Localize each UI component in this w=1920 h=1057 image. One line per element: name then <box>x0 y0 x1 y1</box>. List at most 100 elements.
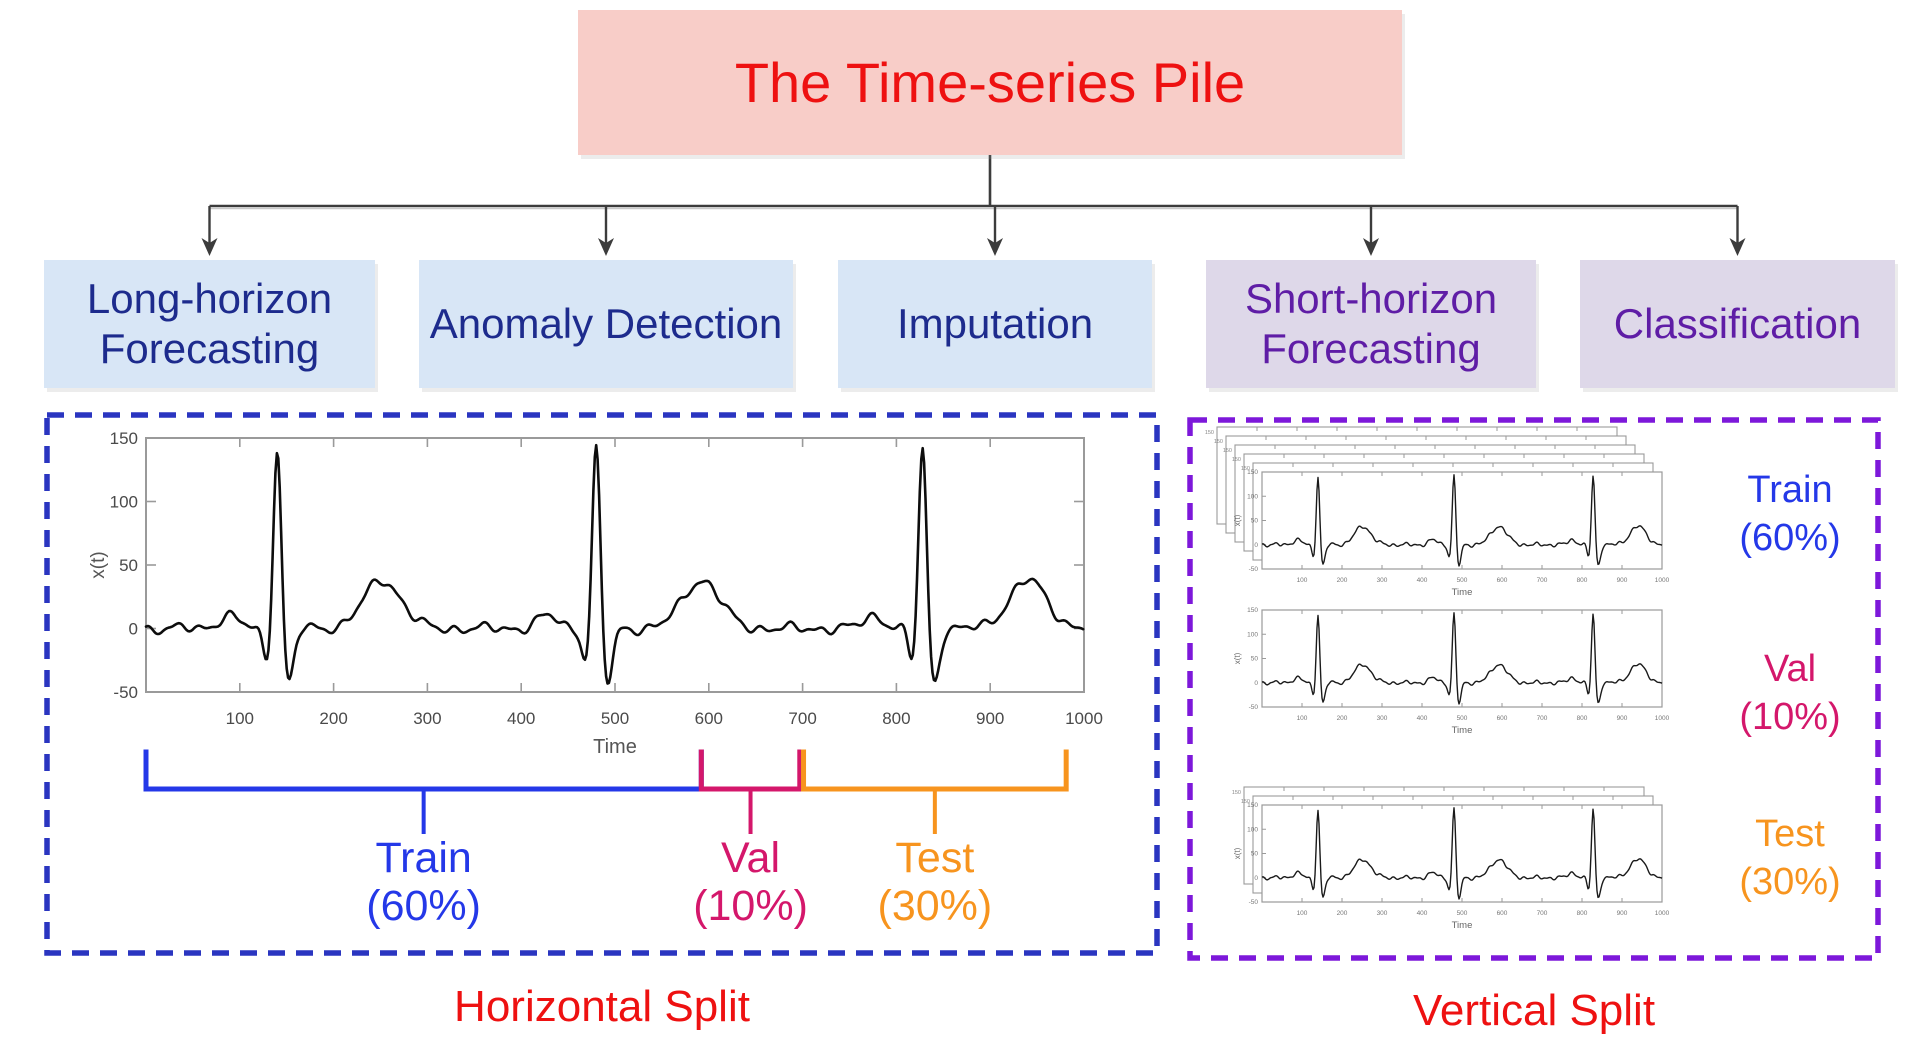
mini-x-tick-label: 400 <box>1417 577 1428 584</box>
mini-x-tick-label: 800 <box>1577 577 1588 584</box>
task-box-imputation: Imputation <box>838 260 1152 388</box>
vertical-split-caption: Vertical Split <box>1412 986 1656 1035</box>
x-tick-label: 600 <box>695 709 723 728</box>
mini-x-tick-label: 200 <box>1337 577 1348 584</box>
group-label-val-pct: (10%) <box>1739 696 1840 738</box>
mini-x-tick-label: 100 <box>1297 577 1308 584</box>
mini-x-tick-label: 600 <box>1497 910 1508 917</box>
mini-x-tick-label: 300 <box>1377 715 1388 722</box>
mini-y-tick-label: 0 <box>1254 680 1258 687</box>
mini-x-tick-label: 700 <box>1537 577 1548 584</box>
mini-x-tick-label: 900 <box>1617 715 1628 722</box>
split-brackets: Train(60%)Val(10%)Test(30%) <box>143 749 1069 930</box>
mini-x-tick-label: 400 <box>1417 910 1428 917</box>
mini-x-tick-label: 800 <box>1577 715 1588 722</box>
y-axis-label: x(t) <box>88 551 109 578</box>
split-label-val-name: Val <box>721 834 780 882</box>
x-tick-label: 300 <box>413 709 441 728</box>
mini-y-tick-label: 50 <box>1251 851 1259 858</box>
stacked-sheet-micro-label: 150 <box>1205 430 1214 436</box>
task-label: Anomaly Detection <box>429 300 783 348</box>
x-tick-label: 100 <box>226 709 254 728</box>
mini-x-tick-label: 200 <box>1337 715 1348 722</box>
mini-x-tick-label: 300 <box>1377 910 1388 917</box>
task-label: Imputation <box>896 300 1094 348</box>
group-label-test-name: Test <box>1755 813 1825 855</box>
task-box-classification: Classification <box>1580 260 1895 388</box>
mini-x-tick-label: 300 <box>1377 577 1388 584</box>
y-tick-label: -50 <box>113 683 138 702</box>
y-tick-label: 150 <box>110 429 138 448</box>
stacked-sheet-micro-label: 150 <box>1214 439 1223 445</box>
x-axis-label: Time <box>593 736 637 758</box>
arrow-head-icon <box>987 238 1003 256</box>
mini-y-tick-label: 50 <box>1251 518 1259 525</box>
mini-x-axis-label: Time <box>1452 587 1473 598</box>
split-label-train-name: Train <box>375 834 471 882</box>
ecg-line-mini <box>1261 474 1663 567</box>
arrow-head-icon <box>1729 238 1746 256</box>
mini-x-tick-label: 600 <box>1497 577 1508 584</box>
ecg-line-mini <box>1261 807 1663 900</box>
group-label-val-name: Val <box>1764 648 1816 690</box>
mini-y-tick-label: 100 <box>1247 631 1258 638</box>
horizontal-split-caption: Horizontal Split <box>454 982 750 1031</box>
mini-x-tick-label: 500 <box>1457 910 1468 917</box>
horizontal-split-panel-border <box>44 412 1160 956</box>
group-label-train-pct: (60%) <box>1739 517 1840 559</box>
task-box-long-horizon-forecasting: Long-horizon Forecasting <box>44 260 375 388</box>
mini-x-tick-label: 1000 <box>1655 910 1670 917</box>
mini-y-tick-label: -50 <box>1249 899 1259 906</box>
arrow-head-icon <box>201 238 218 256</box>
mini-x-tick-label: 100 <box>1297 910 1308 917</box>
bracket-test <box>801 749 1069 792</box>
group-label-test-pct: (30%) <box>1739 861 1840 903</box>
y-tick-label: 0 <box>129 620 138 639</box>
mini-y-axis-label: x(t) <box>1233 652 1242 664</box>
flow-tree <box>201 155 1746 256</box>
mini-y-tick-label: 0 <box>1254 875 1258 882</box>
mini-x-tick-label: 500 <box>1457 715 1468 722</box>
ecg-line-mini <box>1261 612 1663 705</box>
x-tick-label: 200 <box>319 709 347 728</box>
stacked-sheet-micro-label: 150 <box>1241 466 1250 472</box>
mini-x-tick-label: 1000 <box>1655 577 1670 584</box>
mini-x-tick-label: 500 <box>1457 577 1468 584</box>
mini-y-tick-label: 100 <box>1247 826 1258 833</box>
stacked-sheet-micro-label: 150 <box>1232 457 1241 463</box>
split-label-test-name: Test <box>895 834 974 882</box>
title-box: The Time-series Pile <box>578 10 1402 155</box>
mini-x-tick-label: 600 <box>1497 715 1508 722</box>
mini-y-tick-label: 0 <box>1254 542 1258 549</box>
y-tick-label: 100 <box>110 493 138 512</box>
mini-y-tick-label: 50 <box>1251 656 1259 663</box>
mini-x-axis-label: Time <box>1452 725 1473 736</box>
mini-y-tick-label: 150 <box>1247 802 1258 809</box>
mini-y-tick-label: -50 <box>1249 566 1259 573</box>
mini-y-axis-label: x(t) <box>1233 514 1242 526</box>
split-label-val-pct: (10%) <box>693 882 808 930</box>
mini-x-tick-label: 900 <box>1617 910 1628 917</box>
x-tick-label: 800 <box>882 709 910 728</box>
task-box-short-horizon-forecasting: Short-horizon Forecasting <box>1206 260 1536 388</box>
mini-y-tick-label: -50 <box>1249 704 1259 711</box>
x-tick-label: 700 <box>788 709 816 728</box>
mini-y-tick-label: 150 <box>1247 469 1258 476</box>
title-text: The Time-series Pile <box>734 51 1246 114</box>
x-tick-label: 1000 <box>1065 709 1103 728</box>
mini-x-tick-label: 200 <box>1337 910 1348 917</box>
stacked-sheet-micro-label: 150 <box>1241 799 1250 805</box>
mini-x-tick-label: 900 <box>1617 577 1628 584</box>
mini-x-tick-label: 700 <box>1537 715 1548 722</box>
mini-x-tick-label: 400 <box>1417 715 1428 722</box>
group-label-train-name: Train <box>1747 469 1832 511</box>
mini-x-tick-label: 800 <box>1577 910 1588 917</box>
mini-x-axis-label: Time <box>1452 920 1473 931</box>
x-tick-label: 400 <box>507 709 535 728</box>
mini-y-axis-label: x(t) <box>1233 847 1242 859</box>
task-label: Long-horizon Forecasting <box>86 275 333 372</box>
stacked-sheet-micro-label: 150 <box>1223 448 1232 454</box>
